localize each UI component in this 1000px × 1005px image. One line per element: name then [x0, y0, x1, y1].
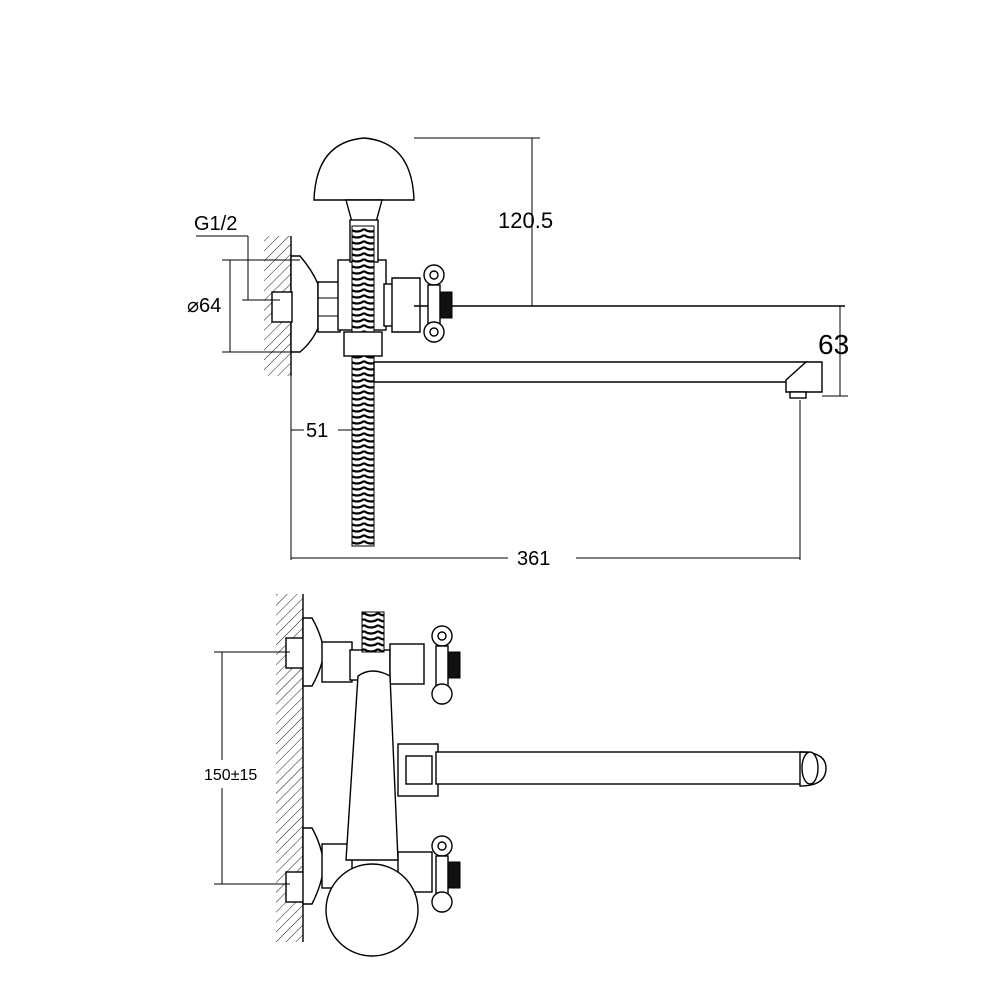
hex-nut-top — [317, 281, 341, 333]
thread-size-label: G1/2 — [194, 213, 237, 235]
spout-reach-label: 361 — [517, 548, 550, 570]
wall-offset-label: 51 — [306, 420, 328, 442]
spout-front — [435, 751, 827, 787]
inlet-spacing-label: 150±15 — [204, 767, 257, 784]
spout-side — [373, 361, 823, 399]
shower-hose — [351, 225, 375, 547]
cross-handle-top — [423, 264, 453, 343]
wall-flange-top — [290, 255, 319, 353]
front-elevation-view: 150±15 — [204, 594, 827, 957]
side-elevation-view: G1/2 ⌀64 120.5 63 51 361 — [187, 137, 849, 570]
spout-drop-label: 63 — [818, 329, 849, 360]
hose-stub — [361, 611, 385, 653]
flange-diameter-label: ⌀64 — [187, 295, 221, 317]
shower-height-label: 120.5 — [498, 208, 553, 233]
mixer-body-front — [325, 670, 439, 957]
